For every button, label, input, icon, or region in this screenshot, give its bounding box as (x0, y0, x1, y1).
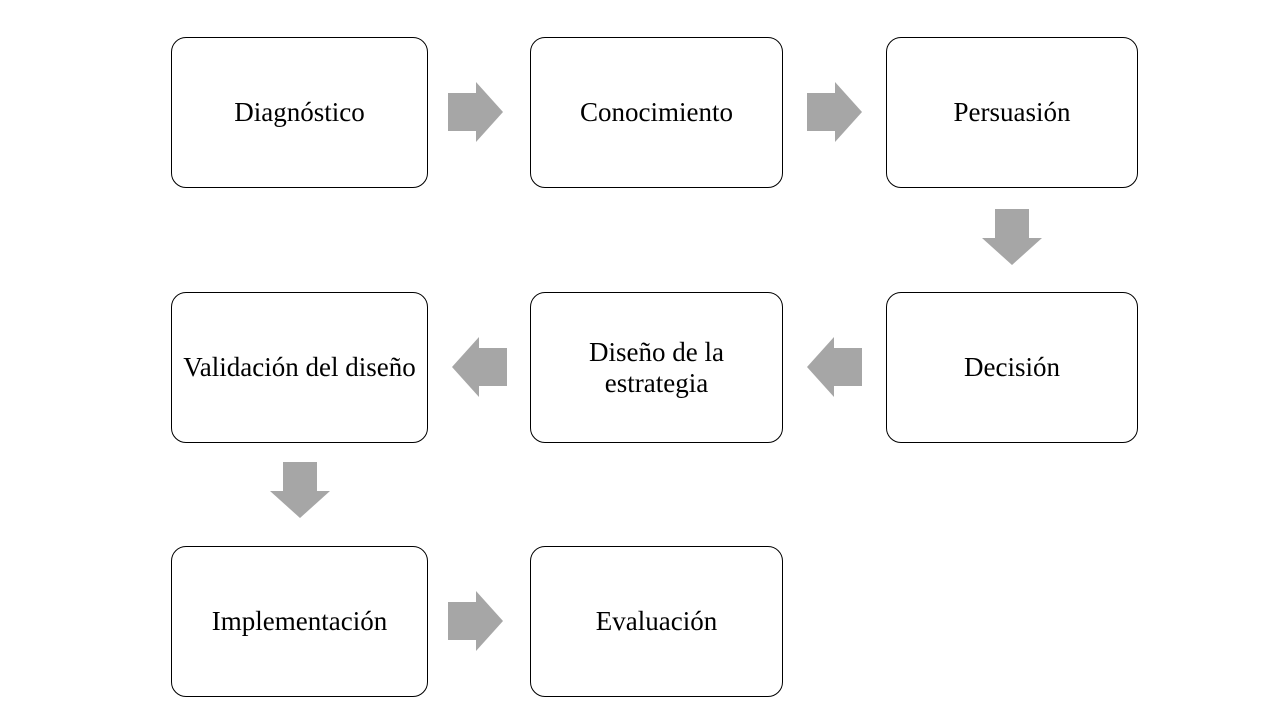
node-diagnostico-label: Diagnóstico (234, 97, 365, 128)
node-decision-label: Decisión (964, 352, 1060, 383)
node-implementacion-label: Implementación (211, 606, 388, 637)
node-diseno-estrategia-label: Diseño de la estrategia (589, 337, 724, 398)
arrow-down-icon (270, 462, 330, 518)
node-decision: Decisión (886, 292, 1138, 443)
node-diagnostico: Diagnóstico (171, 37, 428, 188)
arrow-left-icon (807, 337, 862, 397)
node-validacion-diseno: Validación del diseño (171, 292, 428, 443)
arrow-right-icon (448, 82, 503, 142)
node-conocimiento: Conocimiento (530, 37, 783, 188)
arrow-down-icon (982, 209, 1042, 265)
arrow-left-icon (452, 337, 507, 397)
node-evaluacion: Evaluación (530, 546, 783, 697)
node-validacion-diseno-label: Validación del diseño (183, 352, 416, 383)
node-conocimiento-label: Conocimiento (580, 97, 733, 128)
node-implementacion: Implementación (171, 546, 428, 697)
arrow-right-icon (448, 591, 503, 651)
node-diseno-estrategia: Diseño de la estrategia (530, 292, 783, 443)
node-evaluacion-label: Evaluación (595, 606, 718, 637)
node-persuasion-label: Persuasión (953, 97, 1071, 128)
node-persuasion: Persuasión (886, 37, 1138, 188)
arrow-right-icon (807, 82, 862, 142)
